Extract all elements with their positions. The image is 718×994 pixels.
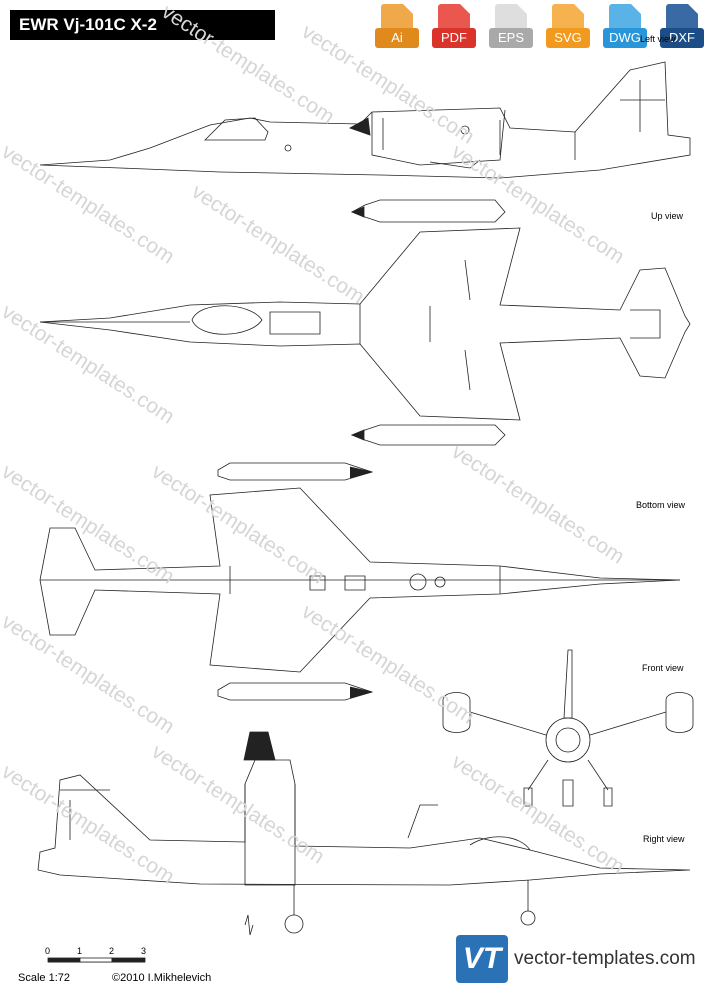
front-view-drawing	[442, 649, 694, 807]
logo-text-link[interactable]: vector-templates.com	[514, 948, 696, 969]
format-pdf-button[interactable]: PDF	[432, 4, 476, 52]
format-dwg-button[interactable]: DWG	[603, 4, 647, 52]
left-view-label: Left view	[640, 34, 676, 44]
scale-tick-label: 0	[45, 946, 51, 956]
format-label: EPS	[489, 28, 533, 48]
format-ai-button[interactable]: Ai	[375, 4, 419, 52]
right-view-label: Right view	[643, 834, 685, 844]
up-view-label: Up view	[651, 211, 684, 221]
up-view-drawing	[39, 199, 691, 446]
format-label: SVG	[546, 28, 590, 48]
format-dxf-button[interactable]: DXF	[660, 4, 704, 52]
format-label: DXF	[660, 28, 704, 48]
bottom-view-drawing	[39, 462, 681, 701]
format-label: PDF	[432, 28, 476, 48]
copyright-text: ©2010 I.Mikhelevich	[112, 972, 212, 984]
scale-tick-label: 2	[109, 946, 115, 956]
scale-tick-label: 1	[77, 946, 83, 956]
format-badges: Ai PDF EPS SVG DWG DXF	[375, 4, 715, 54]
format-label: Ai	[375, 28, 419, 48]
scale-text: Scale 1:72	[18, 972, 70, 984]
front-view-label: Front view	[642, 663, 684, 673]
right-view-drawing	[37, 731, 691, 936]
page-title: EWR Vj-101C X-2	[10, 10, 275, 40]
scale-bar	[47, 957, 146, 963]
vt-logo-icon[interactable]: VT	[456, 935, 508, 983]
format-svg-button[interactable]: SVG	[546, 4, 590, 52]
scale-tick-label: 3	[141, 946, 147, 956]
bottom-view-label: Bottom view	[636, 500, 686, 510]
format-label: DWG	[603, 28, 647, 48]
format-eps-button[interactable]: EPS	[489, 4, 533, 52]
left-view-drawing	[39, 61, 691, 179]
